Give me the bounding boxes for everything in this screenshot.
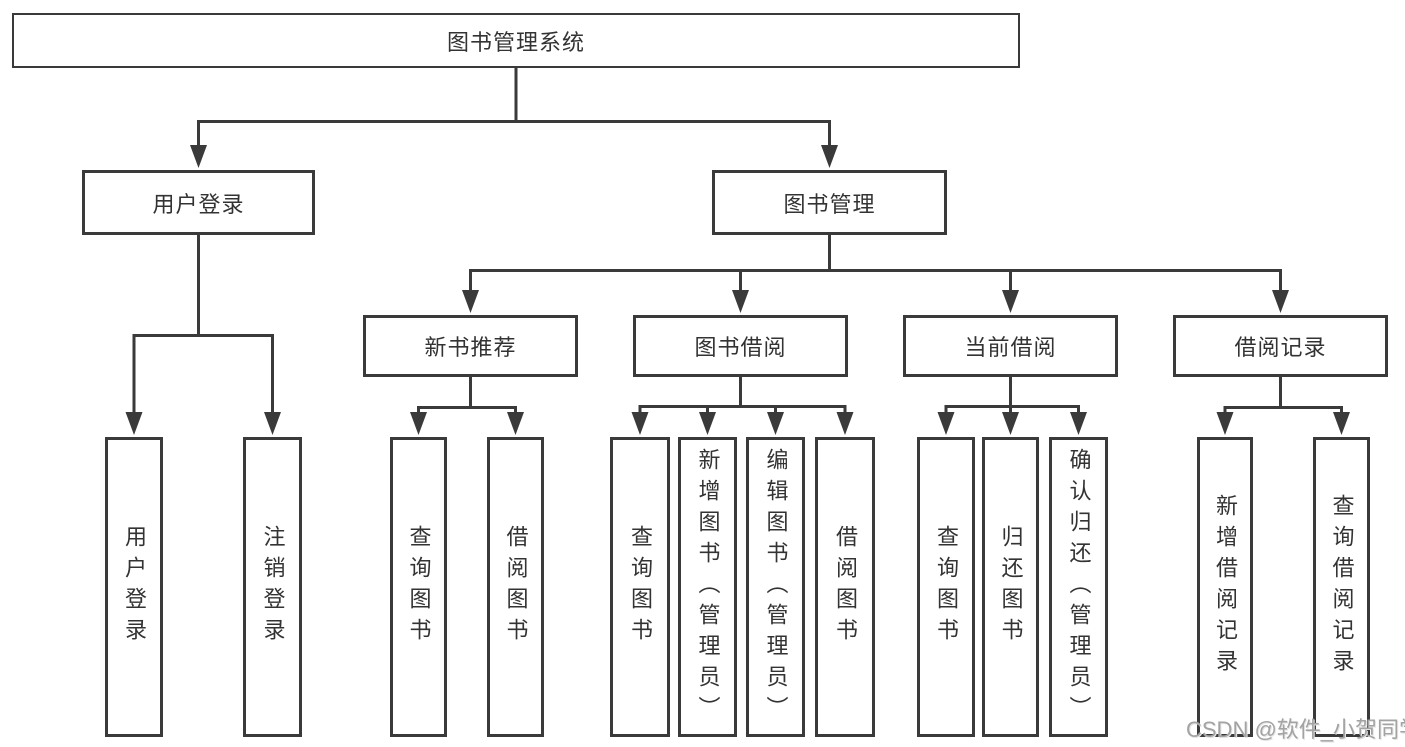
leaf-label: 借阅图书: [833, 525, 858, 649]
leaf-label: 新增借阅记录: [1213, 494, 1238, 680]
node-new-book-recommend: 新书推荐: [363, 315, 578, 377]
leaf-logout: 注销登录: [243, 437, 302, 737]
node-label: 图书借阅: [694, 335, 787, 360]
node-label: 借阅记录: [1234, 335, 1327, 360]
node-library-management-system: 图书管理系统: [12, 13, 1020, 68]
node-book-borrow: 图书借阅: [633, 315, 848, 377]
leaf-borrow-books: 借阅图书: [815, 437, 875, 737]
leaf-confirm-return-admin: 确认归还（管理员）: [1049, 437, 1108, 737]
leaf-label: 用户登录: [122, 525, 147, 649]
arrowheads: [125, 145, 1350, 435]
leaf-label: 查询借阅记录: [1329, 494, 1355, 680]
csdn-watermark: CSDN @软件_小贺同学: [1186, 717, 1405, 742]
node-label: 当前借阅: [964, 335, 1057, 360]
leaf-query-books-borrow: 查询图书: [610, 437, 670, 737]
leaf-query-books-recommend: 查询图书: [390, 437, 447, 737]
leaf-label: 编辑图书（管理员）: [763, 447, 789, 727]
leaf-add-book-admin: 新增图书（管理员）: [678, 437, 737, 737]
leaf-query-books-current: 查询图书: [917, 437, 975, 737]
node-label: 用户登录: [152, 191, 245, 217]
leaf-user-login: 用户登录: [105, 437, 163, 737]
node-label: 图书管理系统: [446, 29, 585, 55]
leaf-return-book: 归还图书: [982, 437, 1039, 737]
leaf-query-borrow-record: 查询借阅记录: [1313, 437, 1370, 737]
node-label: 图书管理: [783, 191, 876, 217]
node-label: 新书推荐: [424, 335, 517, 360]
leaf-label: 新增图书（管理员）: [695, 447, 721, 727]
node-user-login: 用户登录: [82, 170, 315, 235]
leaf-label: 归还图书: [998, 525, 1024, 649]
leaf-label: 注销登录: [260, 525, 286, 649]
leaf-edit-book-admin: 编辑图书（管理员）: [746, 437, 805, 737]
connector-lines: [132, 68, 1343, 417]
leaf-label: 查询图书: [628, 525, 653, 649]
leaf-label: 查询图书: [406, 525, 432, 649]
node-book-management: 图书管理: [712, 170, 947, 235]
node-current-borrow: 当前借阅: [903, 315, 1118, 377]
leaf-label: 查询图书: [934, 525, 959, 649]
node-borrow-record: 借阅记录: [1173, 315, 1388, 377]
leaf-borrow-books-recommend: 借阅图书: [487, 437, 544, 737]
leaf-label: 确认归还（管理员）: [1066, 447, 1092, 727]
leaf-label: 借阅图书: [503, 525, 529, 649]
leaf-add-borrow-record: 新增借阅记录: [1197, 437, 1253, 737]
